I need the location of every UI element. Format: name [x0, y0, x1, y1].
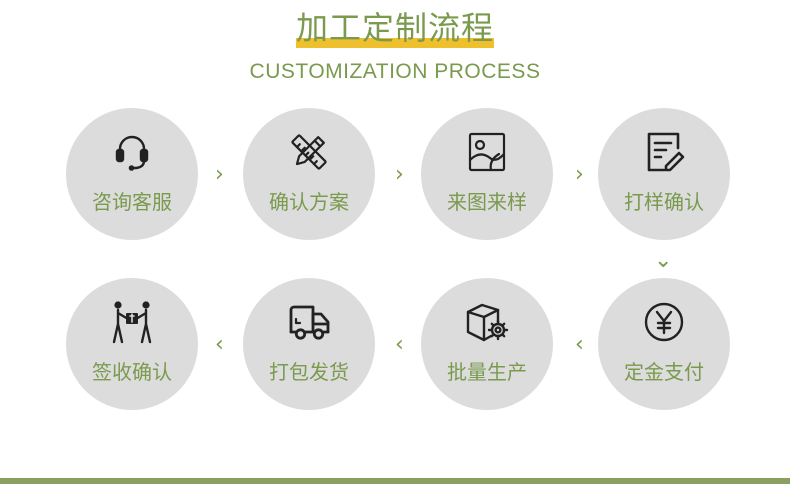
delivery-truck-icon [287, 300, 331, 344]
arrow-left-icon: ‹ [215, 332, 224, 357]
headset-icon [110, 130, 154, 174]
title-wrap: 加工定制流程 [0, 8, 790, 48]
bottom-divider [0, 478, 790, 484]
step-pack-ship: 打包发货 [243, 278, 375, 410]
step-label: 签收确认 [92, 360, 172, 384]
page-title-text: 加工定制流程 [295, 9, 494, 47]
step-label: 定金支付 [624, 360, 704, 384]
arrow-right-icon: › [215, 162, 224, 187]
box-gear-icon [465, 300, 509, 344]
page-subtitle: CUSTOMIZATION PROCESS [249, 60, 541, 83]
step-sample-confirm: 打样确认 [598, 108, 730, 240]
handover-package-icon [110, 300, 154, 344]
arrow-right-icon: › [575, 162, 584, 187]
arrow-right-icon: › [395, 162, 404, 187]
arrow-left-icon: ‹ [575, 332, 584, 357]
step-deposit-payment: 定金支付 [598, 278, 730, 410]
arrow-down-icon: ⌄ [654, 248, 673, 273]
step-label: 来图来样 [447, 190, 527, 214]
step-label: 咨询客服 [92, 190, 172, 214]
step-mass-production: 批量生产 [421, 278, 553, 410]
title-highlight-bar [295, 38, 494, 48]
pencil-ruler-icon [287, 130, 331, 174]
step-label: 确认方案 [269, 190, 349, 214]
arrow-left-icon: ‹ [395, 332, 404, 357]
step-label: 打包发货 [269, 360, 349, 384]
step-sign-confirm: 签收确认 [66, 278, 198, 410]
image-icon [465, 130, 509, 174]
yen-coin-icon [642, 300, 686, 344]
step-confirm-plan: 确认方案 [243, 108, 375, 240]
step-label: 打样确认 [624, 190, 704, 214]
step-label: 批量生产 [447, 360, 527, 384]
page-title: 加工定制流程 [295, 8, 494, 48]
step-image-sample: 来图来样 [421, 108, 553, 240]
step-consult-service: 咨询客服 [66, 108, 198, 240]
document-edit-icon [642, 130, 686, 174]
